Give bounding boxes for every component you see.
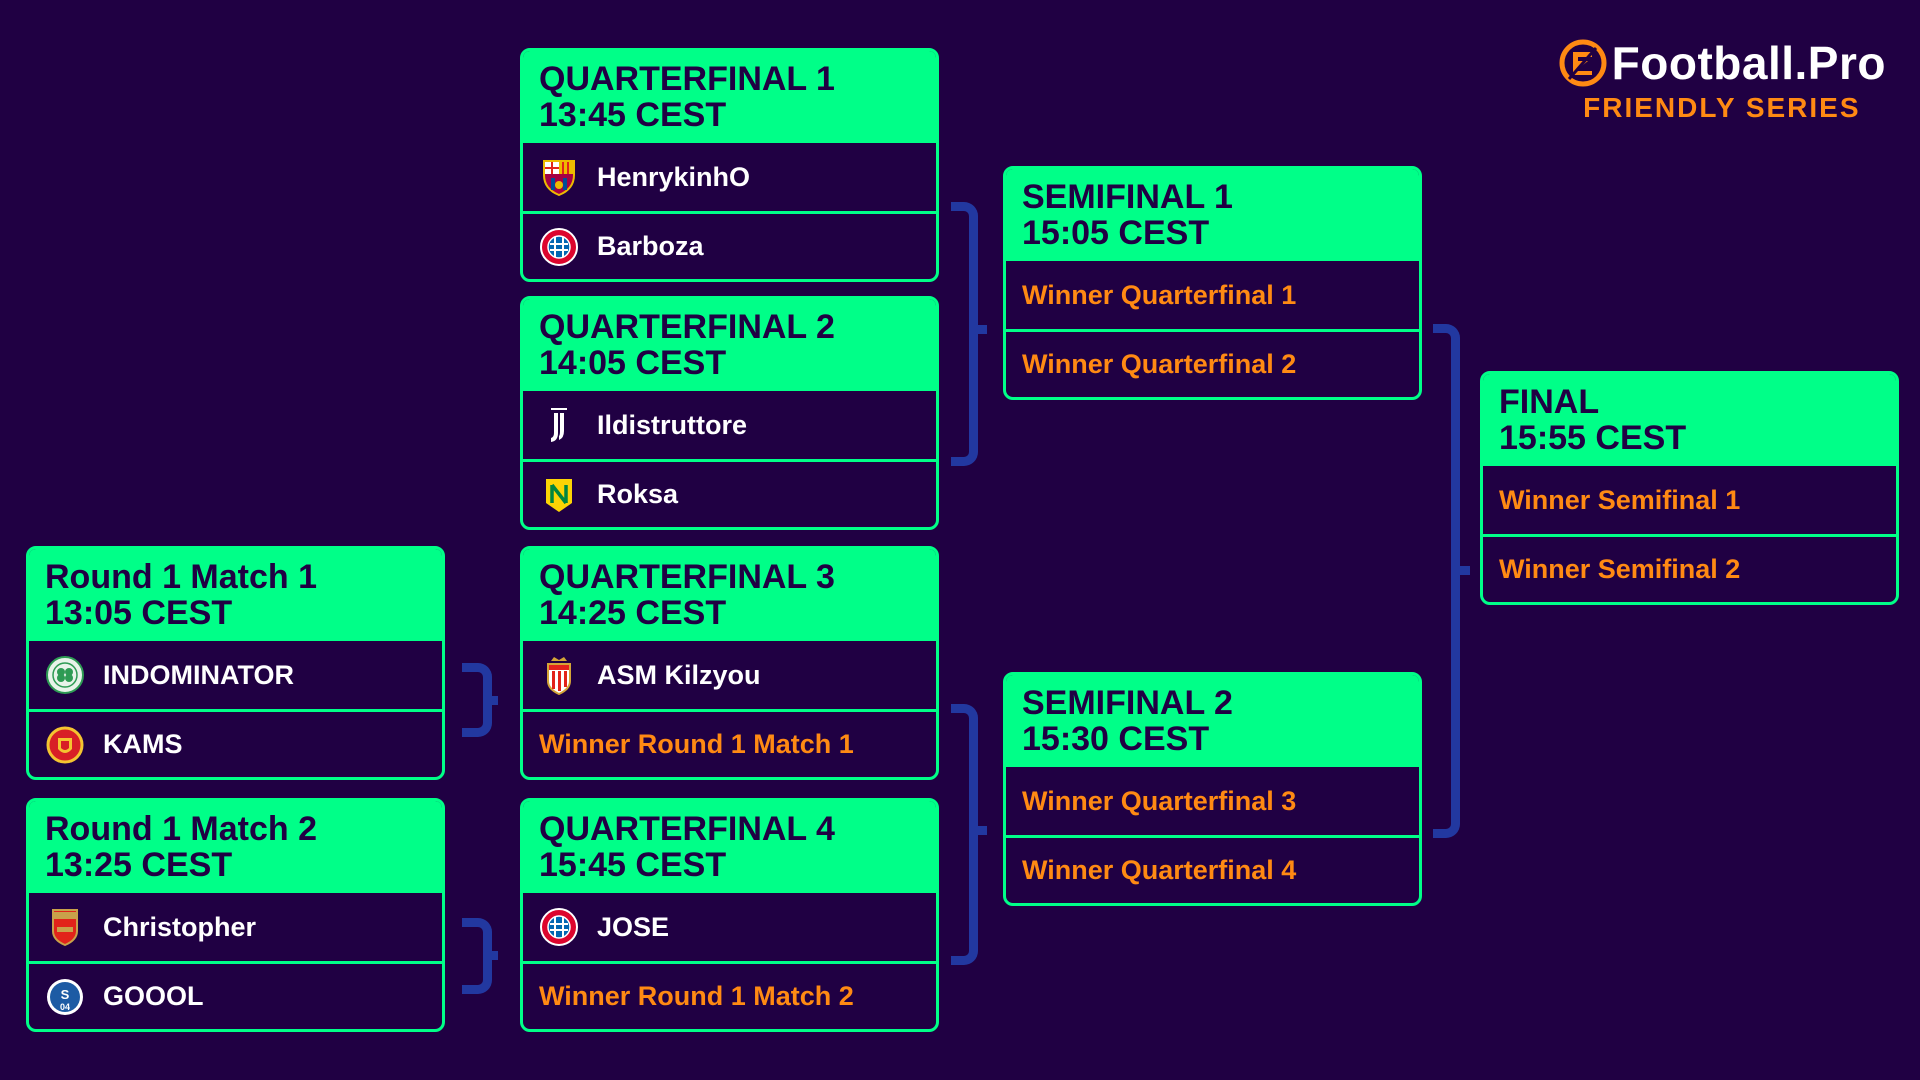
brand-wordmark: Football.Pro — [1611, 37, 1886, 89]
match-header: SEMIFINAL 2 15:30 CEST — [1006, 675, 1419, 767]
player-name: KAMS — [103, 729, 183, 759]
player-row[interactable]: Roksa — [523, 459, 936, 527]
player-row[interactable]: ASM Kilzyou — [523, 641, 936, 709]
player-name: Barboza — [597, 231, 704, 261]
match-time: 13:05 CEST — [45, 594, 233, 632]
match-title: QUARTERFINAL 3 — [539, 558, 835, 596]
player-name: Ildistruttore — [597, 409, 748, 440]
match-time: 15:30 CEST — [1022, 720, 1210, 758]
brand-subtitle: FRIENDLY SERIES — [1583, 92, 1861, 123]
match-header: QUARTERFINAL 2 14:05 CEST — [523, 299, 936, 391]
player-name: Roksa — [597, 479, 679, 509]
match-title: SEMIFINAL 2 — [1022, 684, 1233, 722]
player-row-placeholder[interactable]: Winner Quarterfinal 1 — [1006, 261, 1419, 329]
player-name: Winner Round 1 Match 2 — [539, 981, 854, 1011]
connector-r1m2-qf4 — [462, 918, 492, 994]
connector-tick — [975, 826, 987, 835]
player-row[interactable]: Ildistruttore — [523, 391, 936, 459]
player-row-placeholder[interactable]: Winner Semifinal 1 — [1483, 466, 1896, 534]
match-round1-match2[interactable]: Round 1 Match 2 13:25 CEST Christopher S… — [26, 798, 445, 1032]
player-row-placeholder[interactable]: Winner Semifinal 2 — [1483, 534, 1896, 602]
player-name: INDOMINATOR — [103, 659, 294, 690]
player-row-placeholder[interactable]: Winner Quarterfinal 4 — [1006, 835, 1419, 903]
match-quarterfinal-3[interactable]: QUARTERFINAL 3 14:25 CEST ASM Kilzyou Wi… — [520, 546, 939, 780]
connector-sf1-sf2-final — [1433, 324, 1460, 838]
bayern-crest-icon — [539, 907, 579, 947]
match-header: Round 1 Match 1 13:05 CEST — [29, 549, 442, 641]
svg-text:S: S — [61, 987, 70, 1002]
match-time: 13:25 CEST — [45, 846, 233, 884]
connector-qf1-qf2-sf1 — [951, 202, 978, 466]
match-final[interactable]: FINAL 15:55 CEST Winner Semifinal 1 Winn… — [1480, 371, 1899, 605]
nantes-crest-icon — [539, 475, 579, 515]
match-time: 15:45 CEST — [539, 846, 727, 884]
player-name: Christopher — [103, 911, 257, 942]
player-name: Winner Quarterfinal 1 — [1022, 279, 1297, 310]
player-name: ASM Kilzyou — [597, 659, 761, 690]
player-name: Winner Quarterfinal 2 — [1022, 349, 1297, 379]
brand-logo: Football.Pro FRIENDLY SERIES — [1558, 38, 1886, 124]
match-title: QUARTERFINAL 4 — [539, 810, 835, 848]
match-title: SEMIFINAL 1 — [1022, 178, 1233, 216]
player-name: HenrykinhO — [597, 161, 751, 192]
match-time: 14:25 CEST — [539, 594, 727, 632]
match-header: QUARTERFINAL 1 13:45 CEST — [523, 51, 936, 143]
player-name: Winner Semifinal 2 — [1499, 554, 1741, 584]
player-name: Winner Round 1 Match 1 — [539, 729, 854, 759]
player-row-placeholder[interactable]: Winner Quarterfinal 2 — [1006, 329, 1419, 397]
match-title: Round 1 Match 1 — [45, 558, 318, 596]
match-round1-match1[interactable]: Round 1 Match 1 13:05 CEST INDOMINATOR K… — [26, 546, 445, 780]
match-time: 15:05 CEST — [1022, 214, 1210, 252]
player-name: Winner Quarterfinal 3 — [1022, 785, 1297, 816]
match-quarterfinal-4[interactable]: QUARTERFINAL 4 15:45 CEST JOSE Winner Ro… — [520, 798, 939, 1032]
juventus-crest-icon — [539, 405, 579, 445]
match-title: FINAL — [1499, 383, 1600, 421]
player-name: Winner Semifinal 1 — [1499, 484, 1741, 515]
svg-text:04: 04 — [60, 1002, 70, 1012]
efootball-e-icon — [1559, 39, 1607, 87]
connector-qf3-qf4-sf2 — [951, 704, 978, 965]
connector-tick — [1455, 566, 1470, 575]
connector-r1m1-qf3 — [462, 663, 492, 737]
player-row-placeholder[interactable]: Winner Round 1 Match 2 — [523, 961, 936, 1029]
connector-tick — [488, 696, 498, 705]
player-row[interactable]: KAMS — [29, 709, 442, 777]
match-title: QUARTERFINAL 1 — [539, 60, 835, 98]
barcelona-crest-icon — [539, 157, 579, 197]
monaco-crest-icon — [539, 655, 579, 695]
match-time: 15:55 CEST — [1499, 419, 1687, 457]
player-name: JOSE — [597, 911, 670, 942]
player-name: GOOOL — [103, 981, 204, 1011]
bayern-crest-icon — [539, 227, 579, 267]
match-header: QUARTERFINAL 3 14:25 CEST — [523, 549, 936, 641]
match-semifinal-2[interactable]: SEMIFINAL 2 15:30 CEST Winner Quarterfin… — [1003, 672, 1422, 906]
match-quarterfinal-2[interactable]: QUARTERFINAL 2 14:05 CEST Ildistruttore … — [520, 296, 939, 530]
player-row[interactable]: HenrykinhO — [523, 143, 936, 211]
player-row[interactable]: INDOMINATOR — [29, 641, 442, 709]
celtic-crest-icon — [45, 655, 85, 695]
arsenal-crest-icon — [45, 907, 85, 947]
match-header: QUARTERFINAL 4 15:45 CEST — [523, 801, 936, 893]
match-quarterfinal-1[interactable]: QUARTERFINAL 1 13:45 CEST HenrykinhO Bar… — [520, 48, 939, 282]
match-semifinal-1[interactable]: SEMIFINAL 1 15:05 CEST Winner Quarterfin… — [1003, 166, 1422, 400]
player-row[interactable]: Barboza — [523, 211, 936, 279]
match-time: 13:45 CEST — [539, 96, 727, 134]
match-time: 14:05 CEST — [539, 344, 727, 382]
player-row-placeholder[interactable]: Winner Quarterfinal 3 — [1006, 767, 1419, 835]
manchester-united-crest-icon — [45, 725, 85, 765]
player-row-placeholder[interactable]: Winner Round 1 Match 1 — [523, 709, 936, 777]
player-row[interactable]: JOSE — [523, 893, 936, 961]
match-title: QUARTERFINAL 2 — [539, 308, 835, 346]
match-header: FINAL 15:55 CEST — [1483, 374, 1896, 466]
match-title: Round 1 Match 2 — [45, 810, 318, 848]
connector-tick — [975, 325, 987, 334]
player-name: Winner Quarterfinal 4 — [1022, 855, 1297, 885]
player-row[interactable]: Christopher — [29, 893, 442, 961]
match-header: SEMIFINAL 1 15:05 CEST — [1006, 169, 1419, 261]
match-header: Round 1 Match 2 13:25 CEST — [29, 801, 442, 893]
connector-tick — [488, 951, 498, 960]
